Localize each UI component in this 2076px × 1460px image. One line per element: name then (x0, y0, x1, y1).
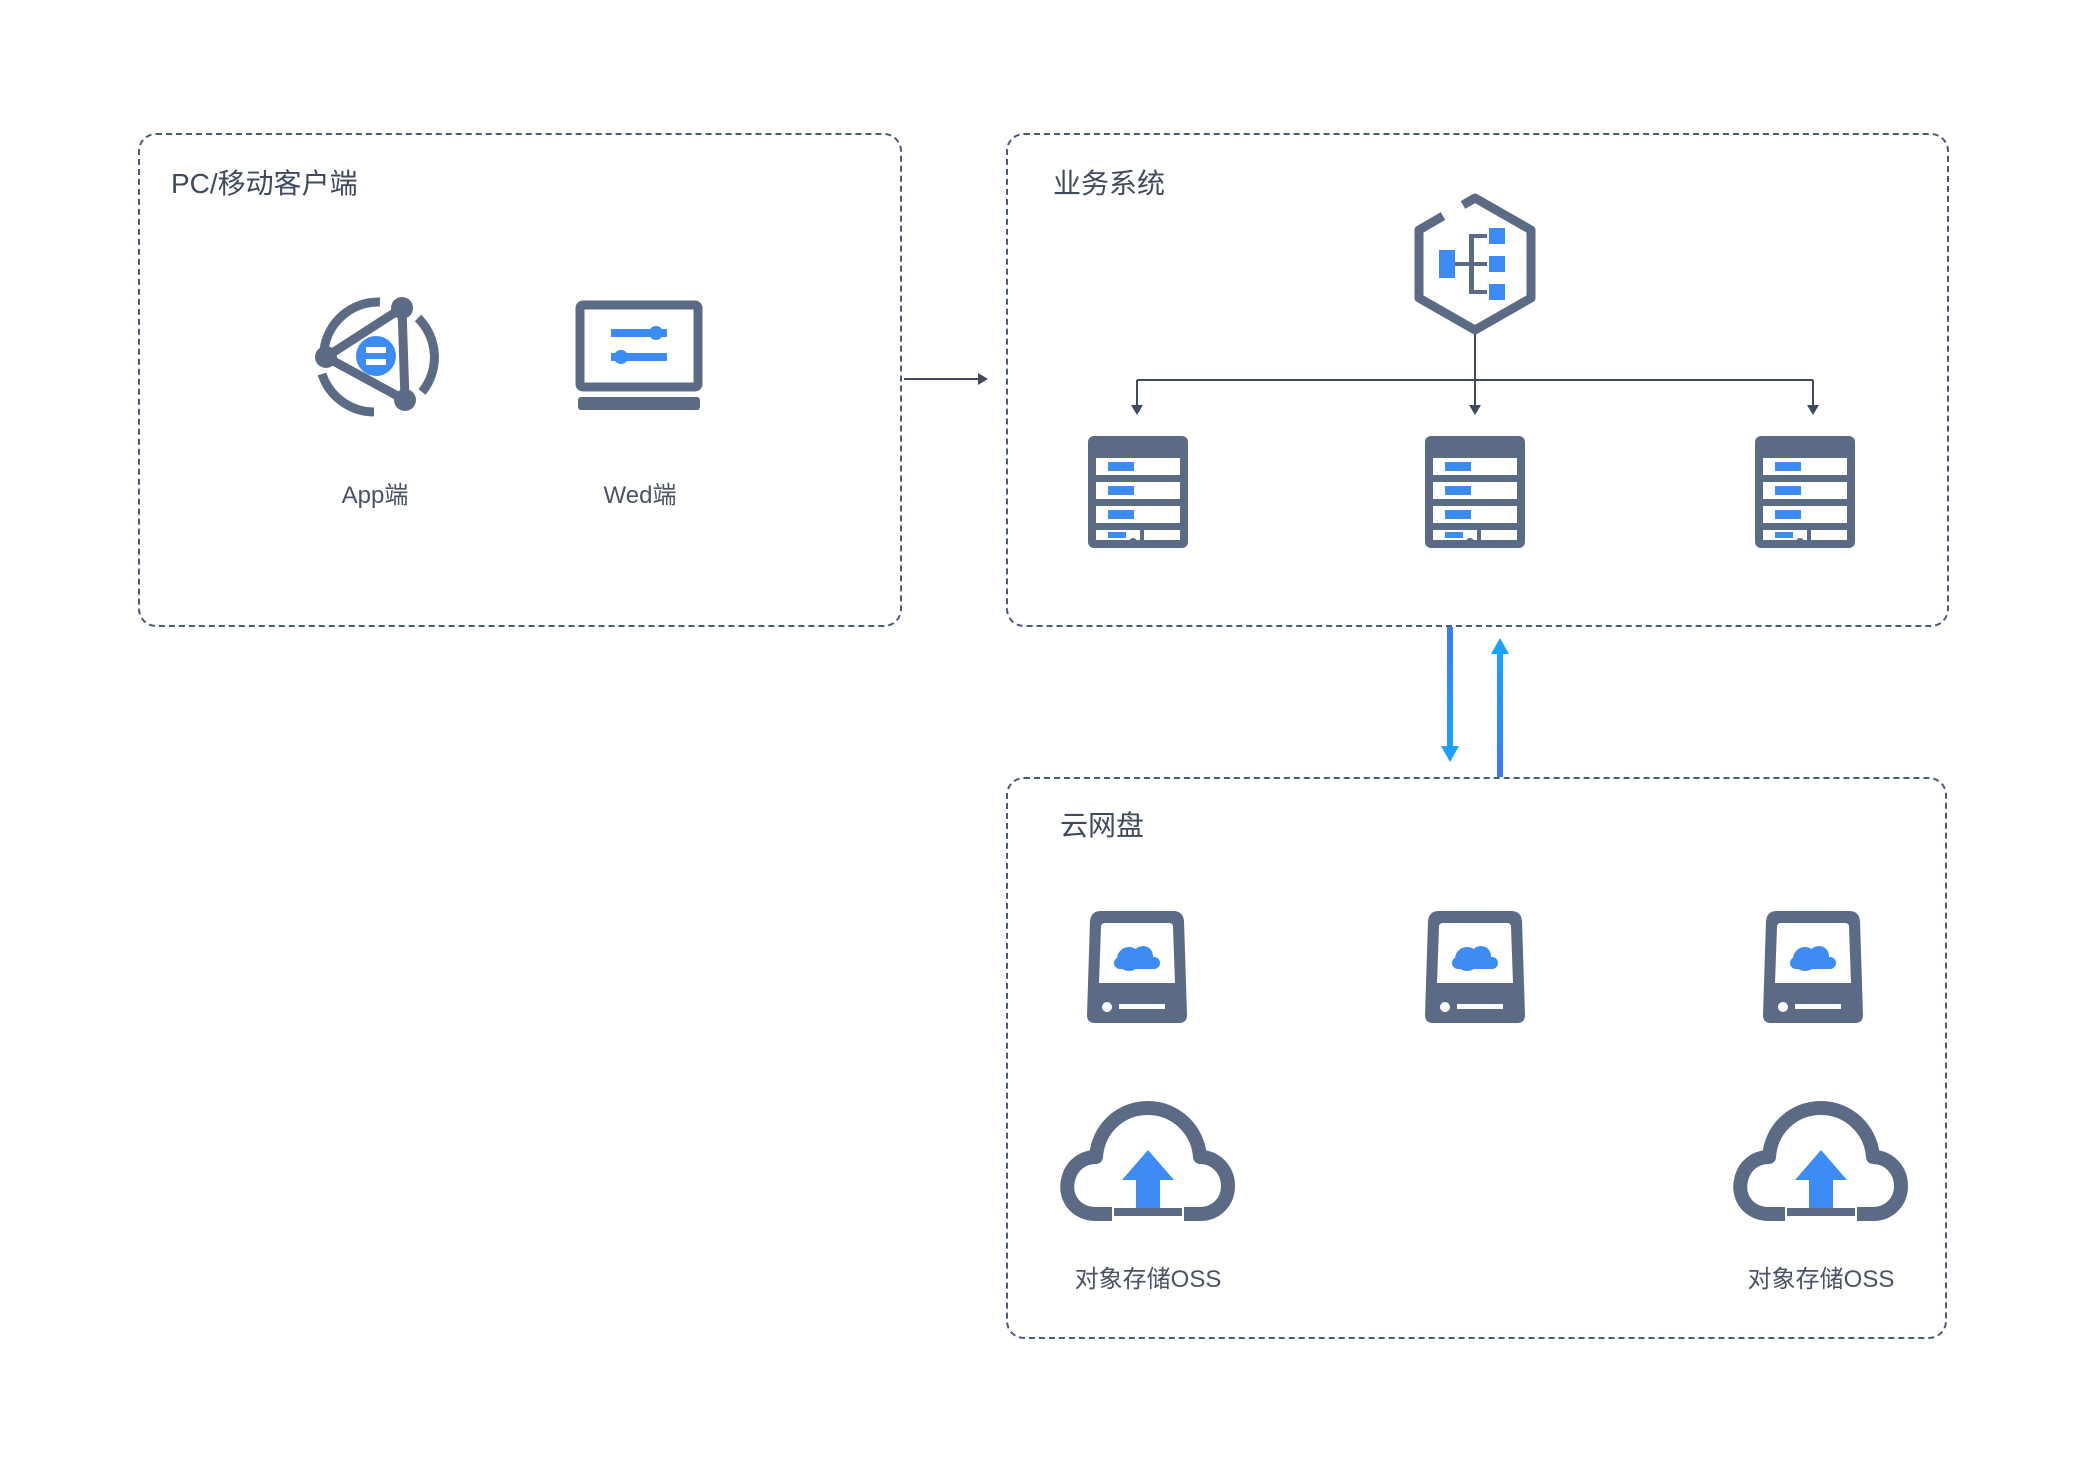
cloud-to-business-arrow (1491, 638, 1509, 777)
server-rack-icon (1088, 436, 1188, 548)
business-group-box (1006, 133, 1949, 627)
cloud-drive-icon (1425, 911, 1525, 1023)
web-label: Wed端 (603, 482, 677, 509)
laptop-icon (575, 300, 703, 410)
cloud-group-box (1006, 777, 1947, 1339)
client-group-box (138, 133, 902, 627)
oss-label-left: 对象存储OSS (1074, 1266, 1222, 1293)
cloud-upload-icon (1739, 1102, 1903, 1222)
hexagon-hierarchy-icon (1414, 193, 1536, 335)
app-triangle-icon (315, 297, 439, 417)
app-label: App端 (341, 482, 409, 509)
client-to-business-arrow (904, 373, 988, 385)
cloud-upload-icon (1066, 1102, 1230, 1222)
arrowhead-server-3 (1807, 405, 1819, 415)
cloud-drive-icon (1763, 911, 1863, 1023)
business-group-title: 业务系统 (1053, 168, 1166, 199)
cloud-group-title: 云网盘 (1060, 810, 1145, 841)
oss-label-right: 对象存储OSS (1747, 1266, 1895, 1293)
cloud-drive-icon (1087, 911, 1187, 1023)
arrowhead-server-2 (1469, 405, 1481, 415)
server-rack-icon (1755, 436, 1855, 548)
arrowhead-server-1 (1131, 405, 1143, 415)
client-group-title: PC/移动客户端 (171, 168, 358, 199)
hub-fanout-arrows (1136, 330, 1814, 406)
server-rack-icon (1425, 436, 1525, 548)
business-to-cloud-arrow (1441, 627, 1459, 762)
